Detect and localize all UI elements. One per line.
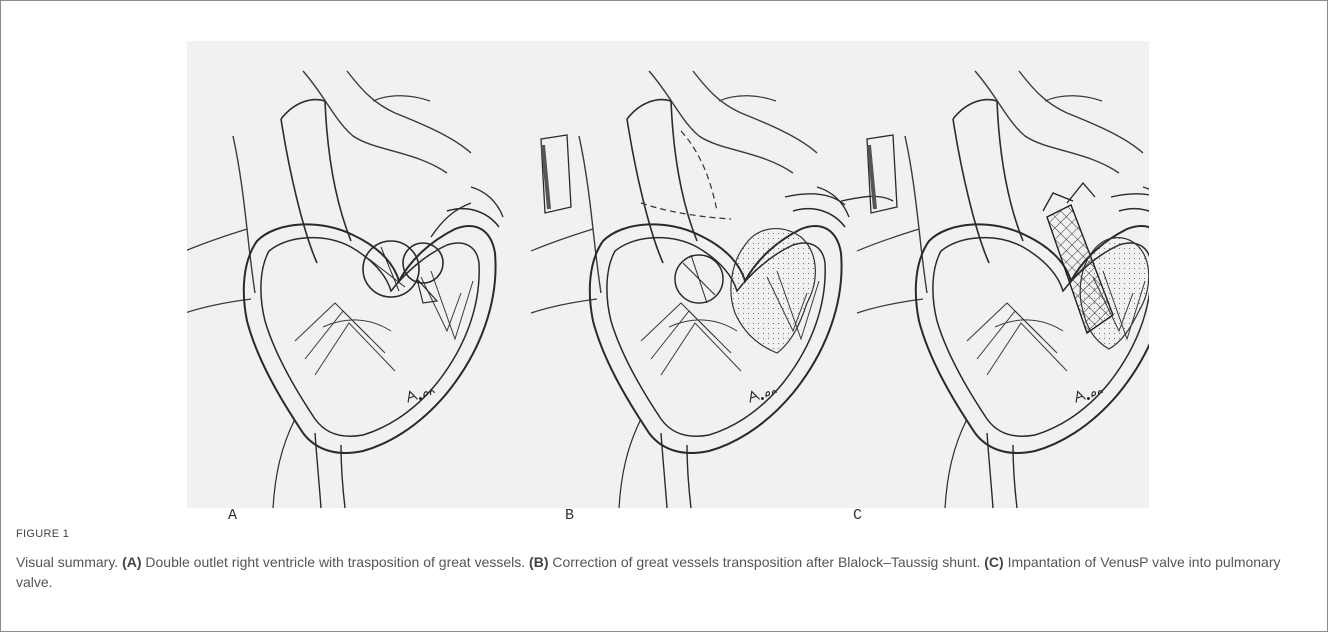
caption-tag-a: (A): [122, 554, 141, 570]
caption-text-b: Correction of great vessels transpositio…: [548, 554, 984, 570]
figure-caption: Visual summary. (A) Double outlet right …: [16, 552, 1316, 592]
panel-label-b: B: [565, 507, 574, 524]
caption-text-a: Double outlet right ventricle with trasp…: [142, 554, 530, 570]
figure-illustration: A B C: [187, 41, 1149, 508]
caption-intro: Visual summary.: [16, 554, 122, 570]
panel-c-drawing: [857, 71, 1149, 508]
caption-tag-c: (C): [984, 554, 1003, 570]
signature-c: [1073, 384, 1103, 403]
figure-label: FIGURE 1: [16, 528, 69, 540]
signature-b: [747, 384, 777, 403]
panel-label-a: A: [228, 507, 237, 524]
caption-tag-b: (B): [529, 554, 548, 570]
panel-b-drawing: [531, 71, 893, 508]
panel-label-c: C: [853, 507, 862, 524]
panel-a-drawing: [187, 71, 503, 508]
